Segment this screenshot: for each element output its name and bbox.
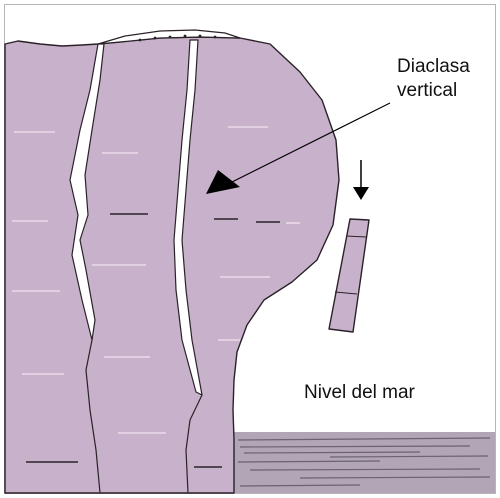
sea-band	[234, 432, 495, 493]
cliff-rock-mass	[5, 37, 339, 493]
diaclasa-label-line-1: Diaclasa	[397, 55, 470, 79]
falling-arrow	[353, 160, 369, 200]
diaclasa-label-line-2: vertical	[397, 79, 470, 103]
diaclasa-vertical-label: Diaclasa vertical	[397, 55, 470, 103]
sea-level-label: Nivel del mar	[304, 381, 415, 405]
